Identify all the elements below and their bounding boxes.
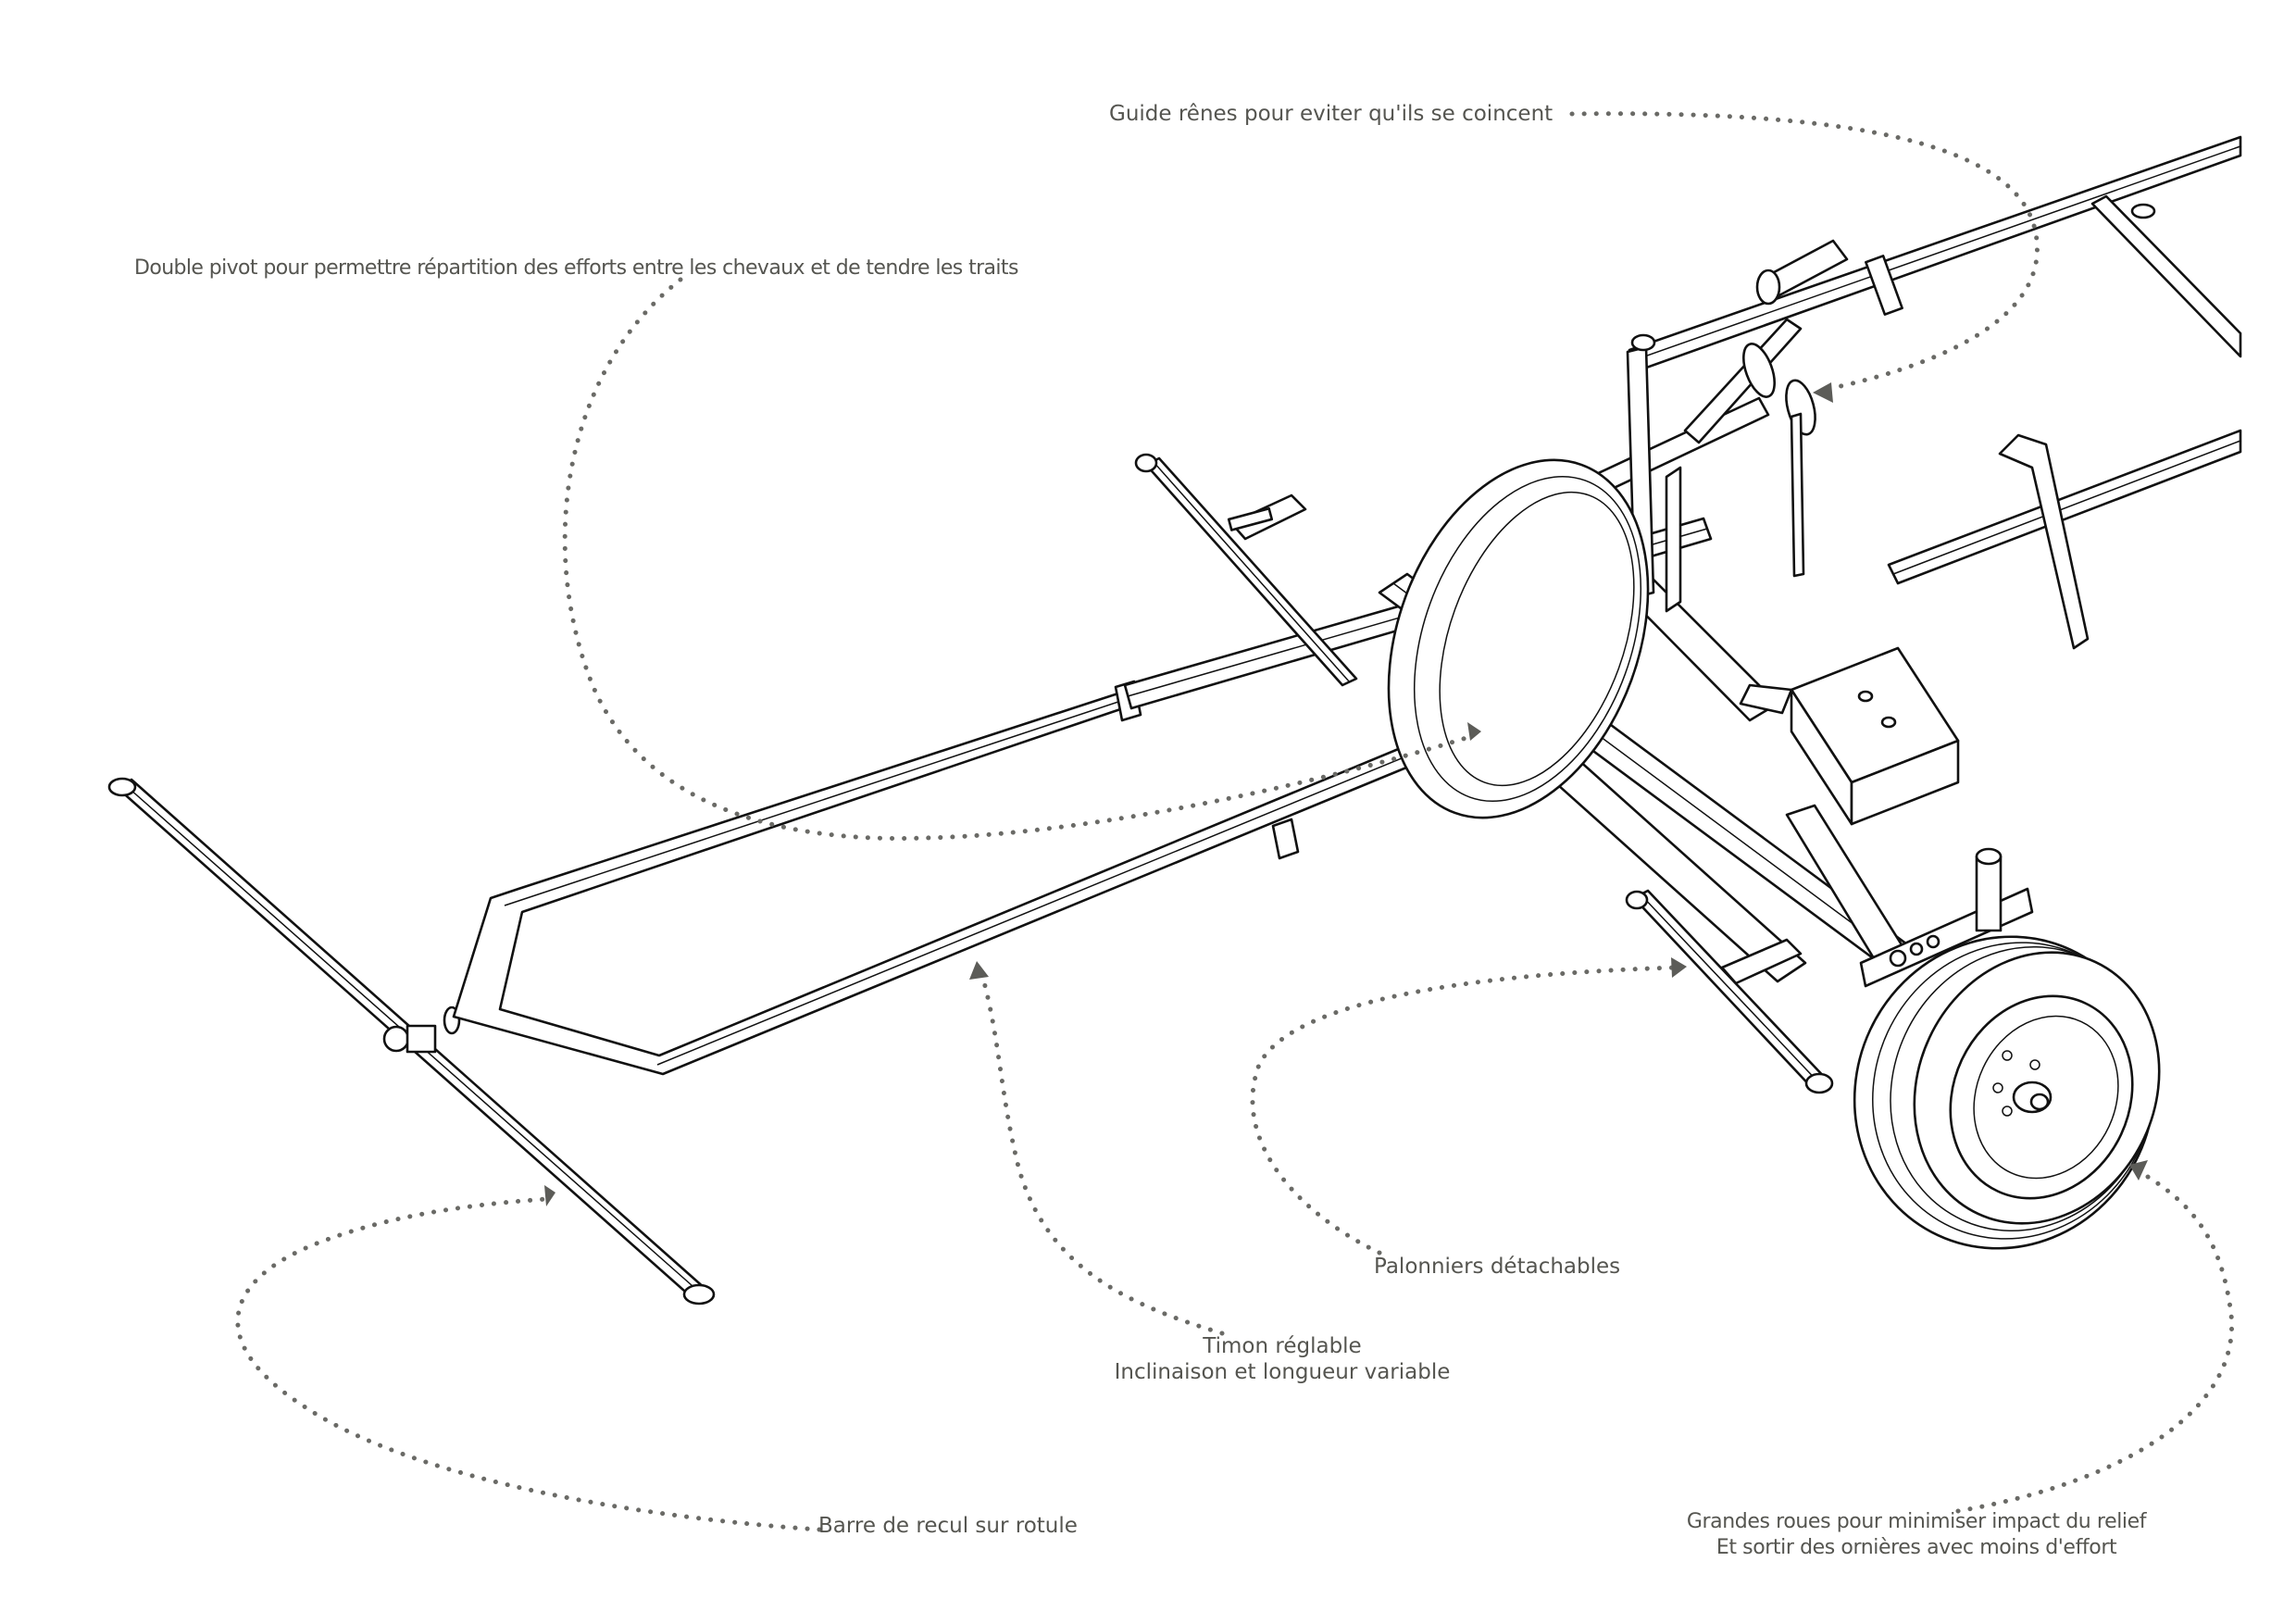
label-line: Et sortir des ornières avec moins d'effo… — [1716, 1536, 2117, 1559]
leader-timon — [979, 969, 1225, 1336]
leader-palonniers — [1250, 965, 1678, 1255]
arrowhead-palonniers — [1671, 957, 1687, 978]
label-line: Inclinaison et longueur variable — [1114, 1360, 1451, 1384]
arrowhead-double-pivot — [1467, 722, 1481, 741]
leader-grandes-roues — [1955, 1168, 2235, 1514]
leader-barre-recul — [235, 1196, 822, 1532]
label-line: Palonniers détachables — [1374, 1255, 1621, 1279]
label-line: Timon réglable — [1203, 1334, 1362, 1358]
label-barre-recul: Barre de recul sur rotule — [818, 1513, 1078, 1539]
upper-frame — [1626, 135, 2242, 650]
label-timon: Timon réglable Inclinaison et longueur v… — [1106, 1333, 1458, 1385]
label-double-pivot: Double pivot pour permettre répartition … — [134, 256, 1018, 281]
label-grandes-roues: Grandes roues pour minimiser impact du r… — [1648, 1509, 2185, 1561]
leader-lines — [235, 111, 2235, 1532]
label-guide-renes: Guide rênes pour eviter qu'ils se coince… — [1109, 101, 1553, 127]
backing-bar — [107, 777, 716, 1305]
label-palonniers: Palonniers détachables — [1374, 1254, 1620, 1280]
label-line: Grandes roues pour minimiser impact du r… — [1686, 1510, 2147, 1533]
arrowhead-barre-recul — [544, 1185, 555, 1206]
swingletree-upper — [1134, 453, 1358, 687]
label-line: Barre de recul sur rotule — [818, 1514, 1078, 1538]
label-line: Guide rênes pour eviter qu'ils se coince… — [1109, 102, 1554, 126]
label-line: Double pivot pour permettre répartition … — [134, 256, 1018, 280]
arrowhead-timon — [969, 961, 989, 980]
front-wheel — [1853, 935, 2161, 1250]
rear-wheel — [1387, 458, 1650, 819]
swingletree-lower — [1625, 889, 1834, 1094]
arrowhead-guide-renes — [1813, 382, 1833, 403]
arrowhead-grandes-roues — [2129, 1160, 2148, 1181]
leader-double-pivot — [562, 277, 1475, 841]
leader-guide-renes — [1569, 111, 2040, 394]
